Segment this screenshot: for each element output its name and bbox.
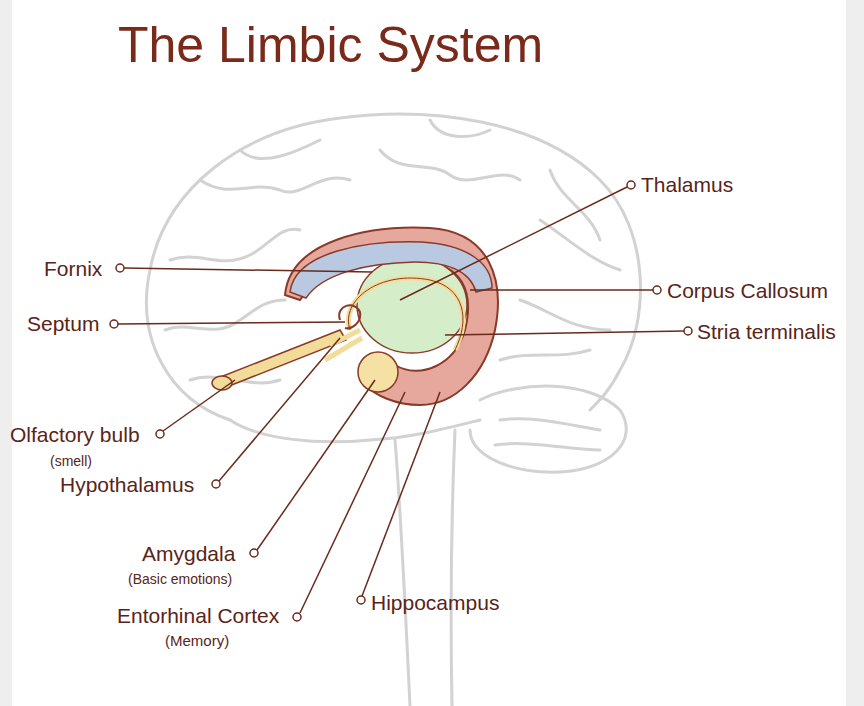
thalamus-shape: [357, 257, 467, 353]
margin-strip: [846, 0, 864, 706]
margin-strip: [0, 0, 12, 706]
part-label: Hippocampus: [371, 592, 499, 613]
function-note: (smell): [50, 454, 92, 468]
diagram-title: The Limbic System: [118, 20, 543, 70]
function-note: (Memory): [165, 633, 229, 648]
part-label: Stria terminalis: [697, 321, 836, 342]
leader-lines: [110, 181, 692, 621]
function-note: (Basic emotions): [128, 572, 232, 586]
amygdala-shape: [358, 352, 398, 392]
part-label: Olfactory bulb: [10, 424, 140, 445]
fornix-outline: [348, 278, 463, 350]
part-label: Corpus Callosum: [667, 280, 828, 301]
septum-loop: [339, 305, 360, 328]
hypothalamus-tracts: [325, 330, 362, 360]
part-label: Entorhinal Cortex: [117, 605, 279, 626]
part-label: Fornix: [44, 258, 102, 279]
cingulate-band: [285, 228, 498, 405]
part-label: Amygdala: [142, 543, 235, 564]
olfactory-bulb-shape: [212, 376, 232, 390]
part-label: Hypothalamus: [60, 474, 194, 495]
fornix-shape: [348, 278, 463, 350]
part-label: Thalamus: [641, 174, 733, 195]
part-label: Septum: [27, 313, 99, 334]
